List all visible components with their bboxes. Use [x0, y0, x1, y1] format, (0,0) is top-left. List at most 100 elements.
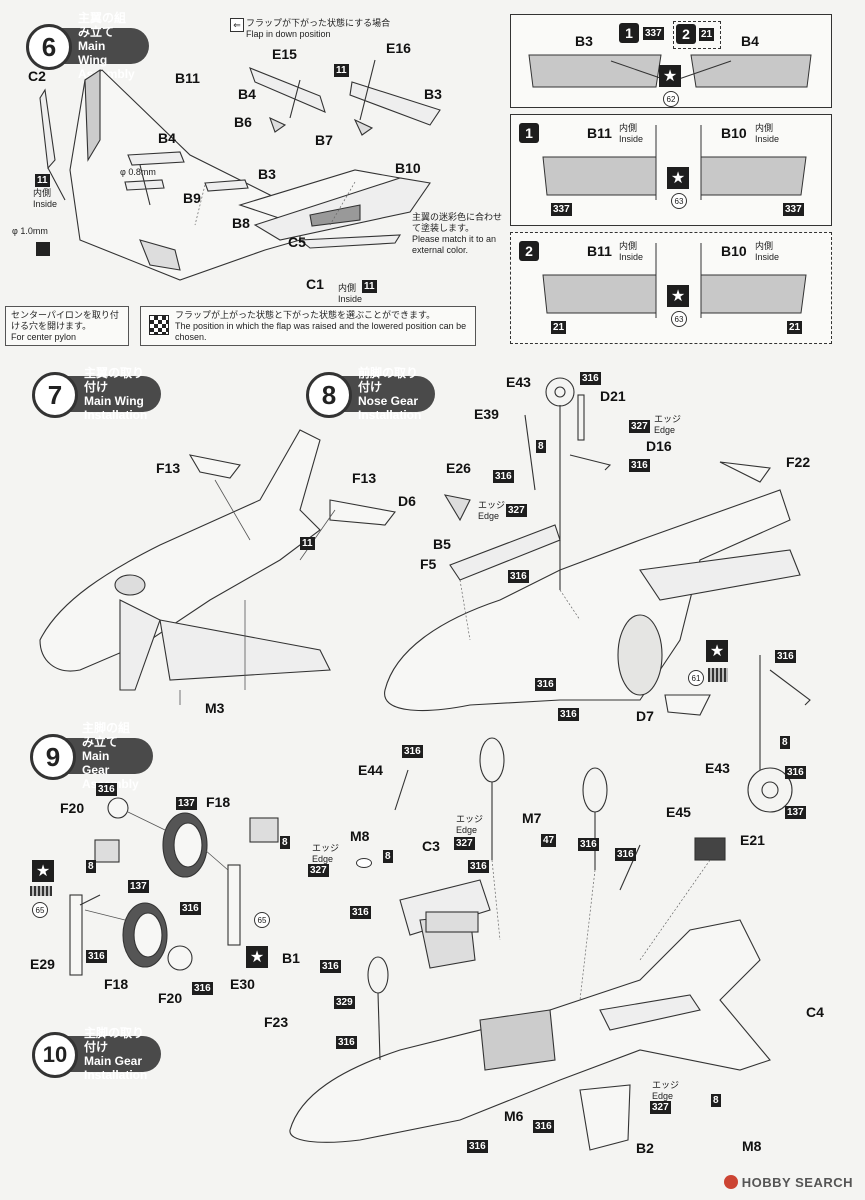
- inside-jp-c1: 内側: [338, 283, 357, 293]
- paint-47-m7: 47: [541, 834, 557, 847]
- bot-inside-jp-l: 内側: [619, 241, 638, 251]
- paint-337-mid-r: 337: [783, 203, 804, 216]
- edge-en-b5: Edge: [478, 511, 500, 521]
- variant-1-badge-mid: 1: [519, 123, 539, 143]
- part-M8-b: M8: [742, 1138, 762, 1154]
- star-icon-step9: ★: [32, 860, 54, 882]
- paint-316-e29: 316: [86, 950, 107, 963]
- paint-329-f23: 329: [334, 996, 355, 1009]
- drill-icon: [36, 242, 50, 256]
- part-F23: F23: [264, 1014, 289, 1030]
- edge-en-b2: Edge: [652, 1091, 674, 1101]
- paint-11-c2: 11: [35, 174, 50, 187]
- part-F13-a: F13: [156, 460, 181, 476]
- part-B11: B11: [175, 70, 200, 86]
- paint-8-e43b: 8: [780, 736, 790, 749]
- step-9-title-jp: 主脚の組み立て: [82, 721, 131, 749]
- step-6-title-jp: 主翼の組み立て: [78, 11, 127, 39]
- variant-1-badge: 1: [619, 23, 639, 43]
- paint-316-wheel: 316: [785, 766, 806, 779]
- part-B2: B2: [636, 1140, 654, 1156]
- callout-65-a: 65: [32, 902, 48, 918]
- step-10-number: 10: [32, 1032, 78, 1078]
- drill-08mm: φ 0.8mm: [120, 167, 156, 177]
- step-8-number: 8: [306, 372, 352, 418]
- paint-316-bay: 316: [558, 708, 579, 721]
- panel-bot-B10: B10: [721, 243, 747, 259]
- panel-top-B4: B4: [741, 33, 759, 49]
- paint-21-bot-l: 21: [551, 321, 567, 334]
- flap-choice-note: フラップが上がった状態と下がった状態を選ぶことができます。 The positi…: [175, 310, 469, 343]
- inside-en-c1: Inside: [338, 294, 363, 304]
- part-B3: B3: [258, 166, 276, 182]
- paint-11-e15: 11: [334, 64, 349, 77]
- watermark-text: HOBBY SEARCH: [741, 1175, 853, 1190]
- part-F18-b: F18: [104, 976, 129, 992]
- part-B4: B4: [158, 130, 176, 146]
- callout-62: 62: [663, 91, 679, 107]
- paint-316-e43b: 316: [775, 650, 796, 663]
- part-E39: E39: [474, 406, 499, 422]
- part-C3: C3: [422, 838, 440, 854]
- paint-316-f20: 316: [96, 783, 117, 796]
- part-B6: B6: [234, 114, 252, 130]
- paint-137-f18: 137: [176, 797, 197, 810]
- callout-63-mid: 63: [671, 193, 687, 209]
- part-C1: C1: [306, 276, 324, 292]
- drill-10mm: φ 1.0mm: [12, 226, 48, 236]
- step-9-number: 9: [30, 734, 76, 780]
- paint-316-e43: 316: [580, 372, 601, 385]
- step-8-title-jp: 前脚の取り付け: [358, 366, 419, 394]
- star-icon-e30: ★: [246, 946, 268, 968]
- part-E43-b: E43: [705, 760, 730, 776]
- mid-inside-jp-l: 内側: [619, 123, 638, 133]
- paint-316-e45: 316: [615, 848, 636, 861]
- paint-316-b5: 316: [508, 570, 529, 583]
- callout-61: 61: [688, 670, 704, 686]
- flap-panels-bot: [542, 243, 807, 318]
- decal-icon: [708, 668, 728, 682]
- part-B4-flap: B4: [238, 86, 256, 102]
- paint-316-bottom: 316: [467, 1140, 488, 1153]
- edge-jp-d16: エッジ: [654, 414, 682, 424]
- paint-316-e45wheel: 316: [578, 838, 599, 851]
- star-icon-bot: ★: [667, 285, 689, 307]
- part-M3: M3: [205, 700, 225, 716]
- match-color-jp: 主翼の迷彩色に合わせて塗装します。: [412, 212, 503, 233]
- part-B9: B9: [183, 190, 201, 206]
- pylon-en: For center pylon: [11, 332, 77, 342]
- panel-mid-B10: B10: [721, 125, 747, 141]
- step-7-number: 7: [32, 372, 78, 418]
- match-color-note: 主翼の迷彩色に合わせて塗装します。 Please match it to an …: [412, 212, 504, 256]
- paint-316-e26: 316: [493, 470, 514, 483]
- part-M8: M8: [350, 828, 370, 844]
- part-E15: E15: [272, 46, 297, 62]
- paint-316-b1bay: 316: [350, 906, 371, 919]
- part-E30: E30: [230, 976, 255, 992]
- step-10-title-en: Main Gear Installation: [84, 1054, 148, 1082]
- paint-327-d16: 327: [629, 420, 650, 433]
- paint-137-f18b: 137: [128, 880, 149, 893]
- variant-2-badge-bot: 2: [519, 241, 539, 261]
- part-F22: F22: [786, 454, 811, 470]
- paint-337-mid-l: 337: [551, 203, 572, 216]
- variant-2-badge: 2: [676, 24, 696, 44]
- edge-en-c3: Edge: [456, 825, 478, 835]
- flap-panels-top: [528, 54, 812, 88]
- paint-337-top: 337: [643, 27, 664, 40]
- part-F5: F5: [420, 556, 437, 572]
- edge-jp-b1: エッジ: [312, 843, 340, 853]
- flap-down-note: ⇐ フラップが下がった状態にする場合 Flap in down position: [230, 18, 406, 40]
- paint-21-top: 21: [699, 28, 715, 41]
- part-B8: B8: [232, 215, 250, 231]
- decal-icon-step9: [30, 886, 52, 896]
- part-F18: F18: [206, 794, 231, 810]
- paint-316-e44: 316: [402, 745, 423, 758]
- match-color-en: Please match it to an external color.: [412, 234, 497, 255]
